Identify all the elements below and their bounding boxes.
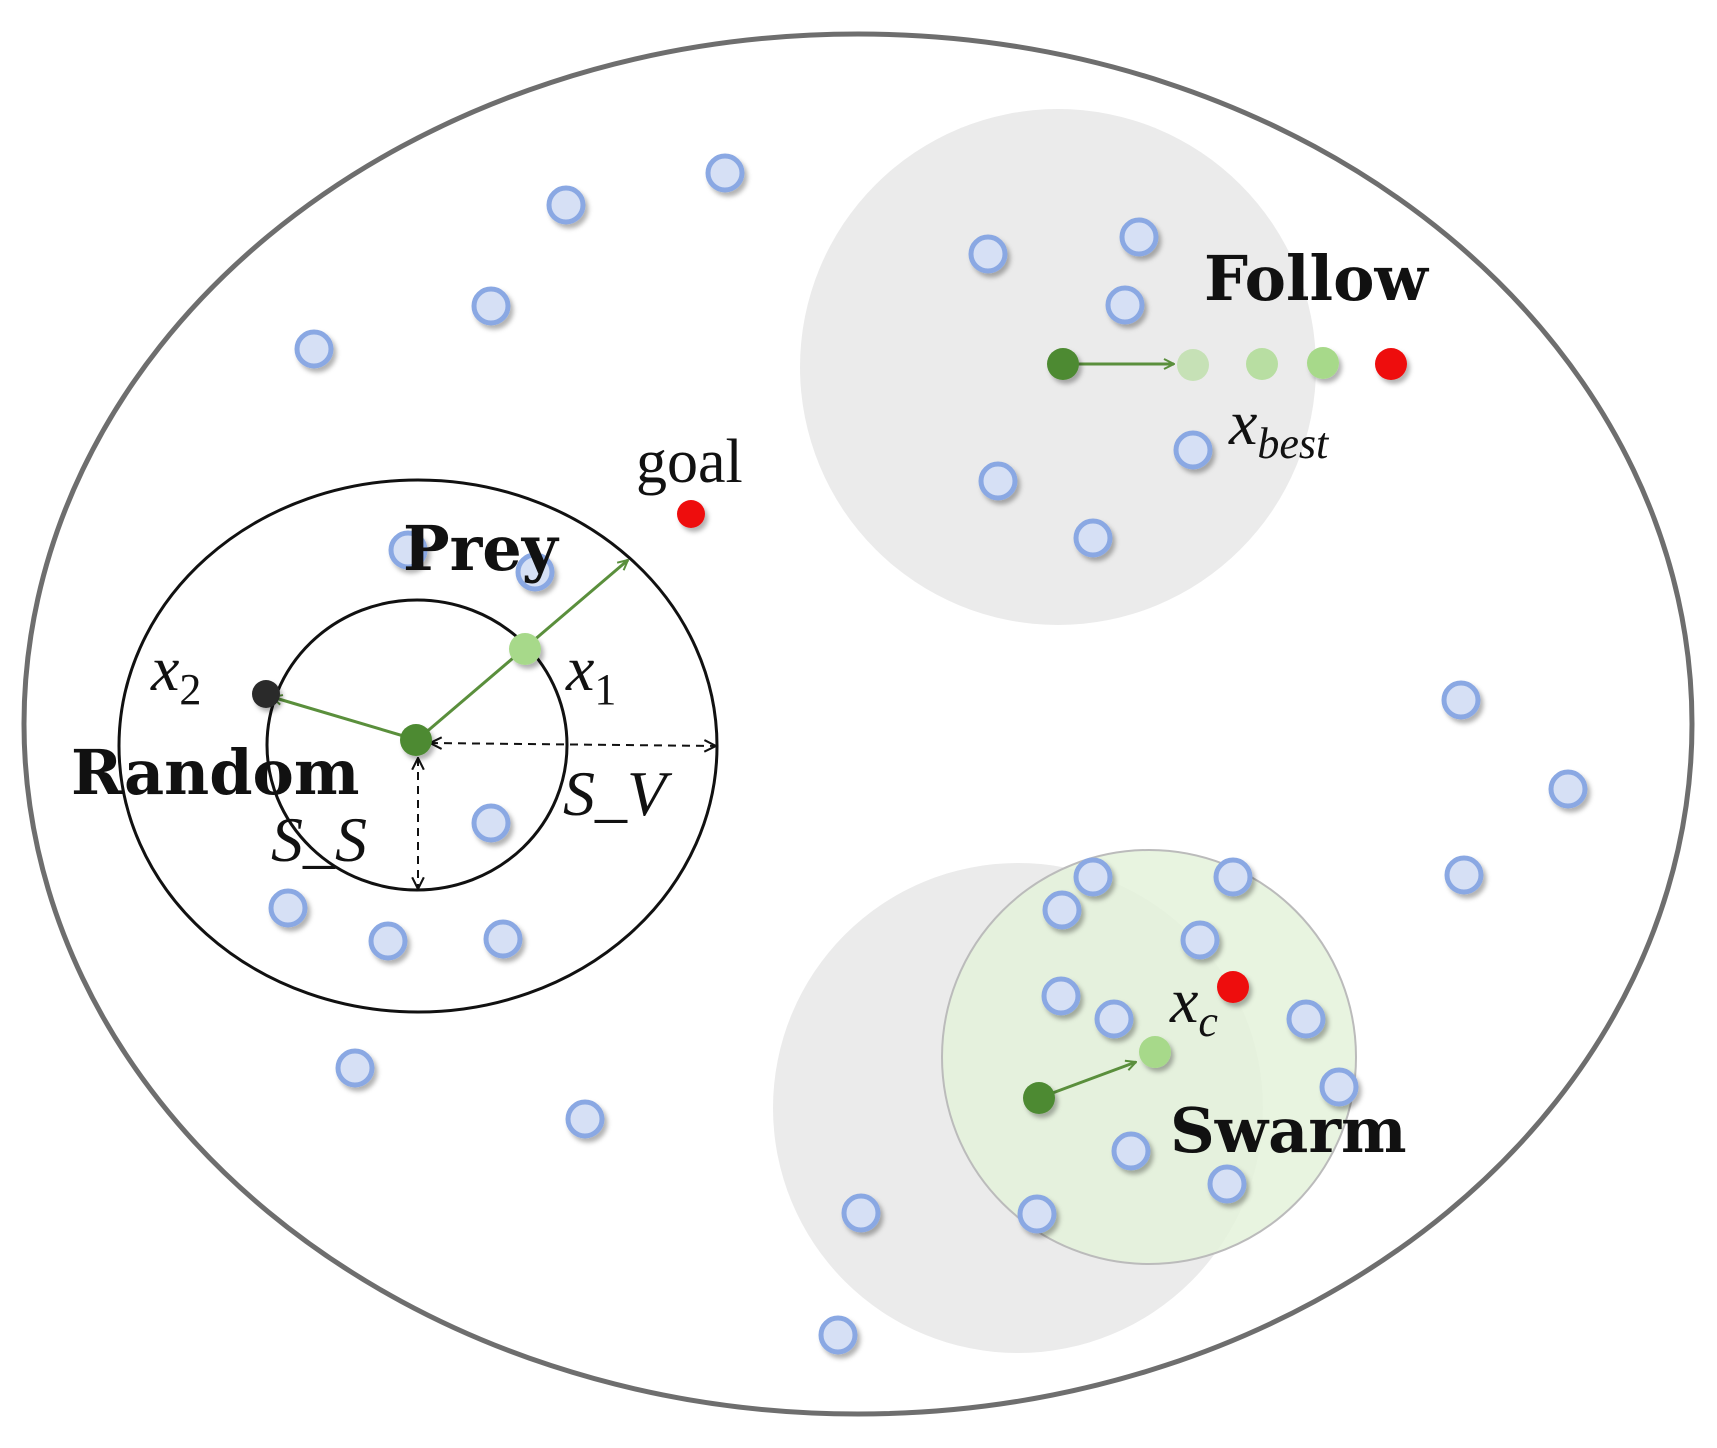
fish-node (335, 1048, 375, 1088)
fish-node (705, 153, 745, 193)
fish-node (483, 919, 523, 959)
xc-dot (1217, 971, 1249, 1003)
fish-node (1119, 217, 1159, 257)
fish-node (1444, 855, 1484, 895)
random-label: Random (71, 736, 360, 809)
goal-dot (677, 500, 705, 528)
follow-trail-node (1246, 348, 1278, 380)
fish-node (1073, 857, 1113, 897)
fish-node (368, 921, 408, 961)
x1-node (509, 633, 541, 665)
fish-node (1094, 999, 1134, 1039)
swarm-next-node (1139, 1036, 1171, 1068)
x2-node (252, 680, 280, 708)
swarm-fish-node (1023, 1082, 1055, 1114)
fish-node (1548, 769, 1588, 809)
fish-node (471, 286, 511, 326)
x1-label: x1 (565, 633, 616, 714)
xbest-label: xbest (1228, 387, 1330, 468)
fish-node (1286, 999, 1326, 1039)
fish-node (1213, 857, 1253, 897)
xc-label: xc (1169, 965, 1218, 1046)
fish-node (1017, 1194, 1057, 1234)
fish-node (546, 185, 586, 225)
fish-node (978, 461, 1018, 501)
fish-node (294, 329, 334, 369)
sv-label: S_V (563, 758, 673, 829)
fish-node (515, 552, 555, 592)
fish-node (1041, 976, 1081, 1016)
fish-node (1319, 1067, 1359, 1107)
swarm-label: Swarm (1170, 1094, 1407, 1167)
follow-fish-node (1047, 348, 1079, 380)
xbest-dot (1375, 348, 1407, 380)
fish-node (1042, 890, 1082, 930)
fish-node (1073, 518, 1113, 558)
follow-label: Follow (1204, 242, 1429, 315)
random-arrow (272, 697, 418, 742)
fish-node (968, 234, 1008, 274)
fish-node (471, 803, 511, 843)
fish-group (268, 153, 1588, 1355)
x2-label: x2 (150, 633, 201, 714)
visual-range-arrow (430, 743, 716, 746)
fish-node (841, 1193, 881, 1233)
fish-node (388, 530, 428, 570)
ss-label: S_S (271, 804, 367, 875)
current-fish-node (400, 724, 432, 756)
swarm-arrow (1038, 1062, 1136, 1100)
follow-trail-node (1177, 349, 1209, 381)
goal-label: goal (636, 428, 743, 496)
fish-node (1207, 1164, 1247, 1204)
fish-node (1111, 1131, 1151, 1171)
fish-node (1180, 920, 1220, 960)
fish-node (1173, 430, 1213, 470)
follow-trail-node (1307, 347, 1339, 379)
fish-node (818, 1315, 858, 1355)
fish-node (1441, 680, 1481, 720)
prey-label: Prey (403, 512, 560, 585)
fish-node (1105, 285, 1145, 325)
fish-node (565, 1099, 605, 1139)
fish-node (268, 888, 308, 928)
